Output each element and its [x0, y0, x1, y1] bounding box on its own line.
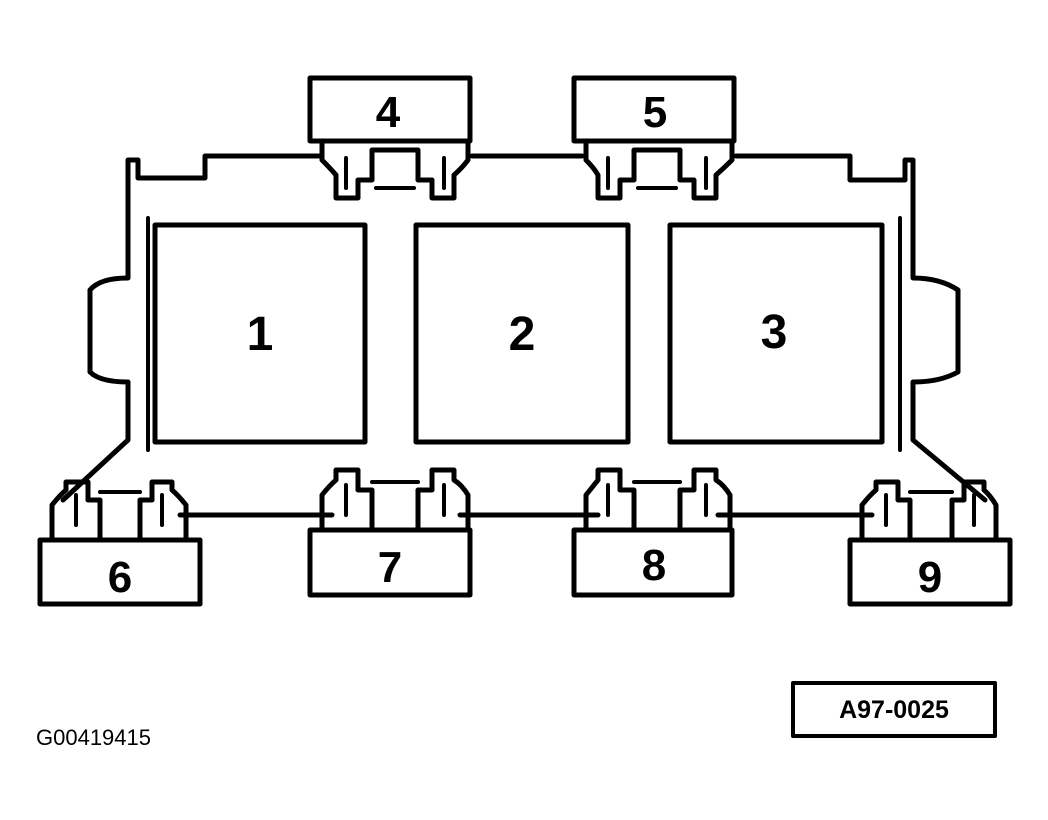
fuse-7-clip-holes — [344, 480, 446, 517]
relay-1-box — [152, 222, 368, 445]
fuse-9: 9 — [847, 479, 1013, 607]
fuse-5: 5 — [571, 75, 737, 201]
fuse-7-box — [307, 527, 473, 598]
reference-code-box — [791, 681, 997, 738]
fuse-9-label: 9 — [918, 553, 942, 602]
relay-2-box — [413, 222, 631, 445]
fuse-9-clip-holes — [884, 490, 976, 527]
fuse-7: 7 — [307, 467, 473, 598]
fuse-5-label: 5 — [643, 88, 667, 137]
fuse-6-clip-holes — [74, 490, 164, 527]
fuse-5-box — [571, 75, 737, 144]
relay-3-label: 3 — [761, 306, 788, 359]
relay-2-label: 2 — [509, 308, 536, 361]
fuse-4-clip — [319, 138, 471, 201]
panel-frame — [60, 153, 988, 518]
reference-code-badge: A97-0025 — [791, 681, 997, 738]
fuse-4-clip-holes — [344, 156, 446, 190]
fuse-4-label: 4 — [376, 88, 401, 137]
fuse-6-clip — [49, 479, 189, 543]
fuse-6: 6 — [37, 479, 203, 607]
fuse-8: 8 — [571, 467, 735, 598]
fuse-8-clip — [583, 467, 733, 533]
fuse-7-clip — [319, 467, 471, 533]
relay-3-box — [667, 222, 885, 445]
fuse-6-label: 6 — [108, 553, 132, 602]
fuse-9-clip — [859, 479, 999, 543]
relay-2: 2 — [413, 222, 631, 445]
fuse-9-box — [847, 537, 1013, 607]
fuse-5-clip — [583, 138, 735, 201]
relay-1-label: 1 — [247, 308, 274, 361]
fuse-4-box — [307, 75, 473, 144]
relay-bay-outline — [146, 216, 902, 452]
image-id-text: G00419415 — [36, 725, 151, 750]
relay-3: 3 — [667, 222, 885, 445]
fuse-8-clip-holes — [606, 480, 708, 517]
fuse-8-label: 8 — [642, 541, 666, 590]
fuse-6-box — [37, 537, 203, 607]
relay-1: 1 — [152, 222, 368, 445]
fuse-7-label: 7 — [378, 543, 402, 592]
fuse-5-clip-holes — [606, 156, 708, 190]
reference-code-text: A97-0025 — [839, 696, 949, 724]
fuse-8-box — [571, 527, 735, 598]
fuse-4: 4 — [307, 75, 473, 201]
